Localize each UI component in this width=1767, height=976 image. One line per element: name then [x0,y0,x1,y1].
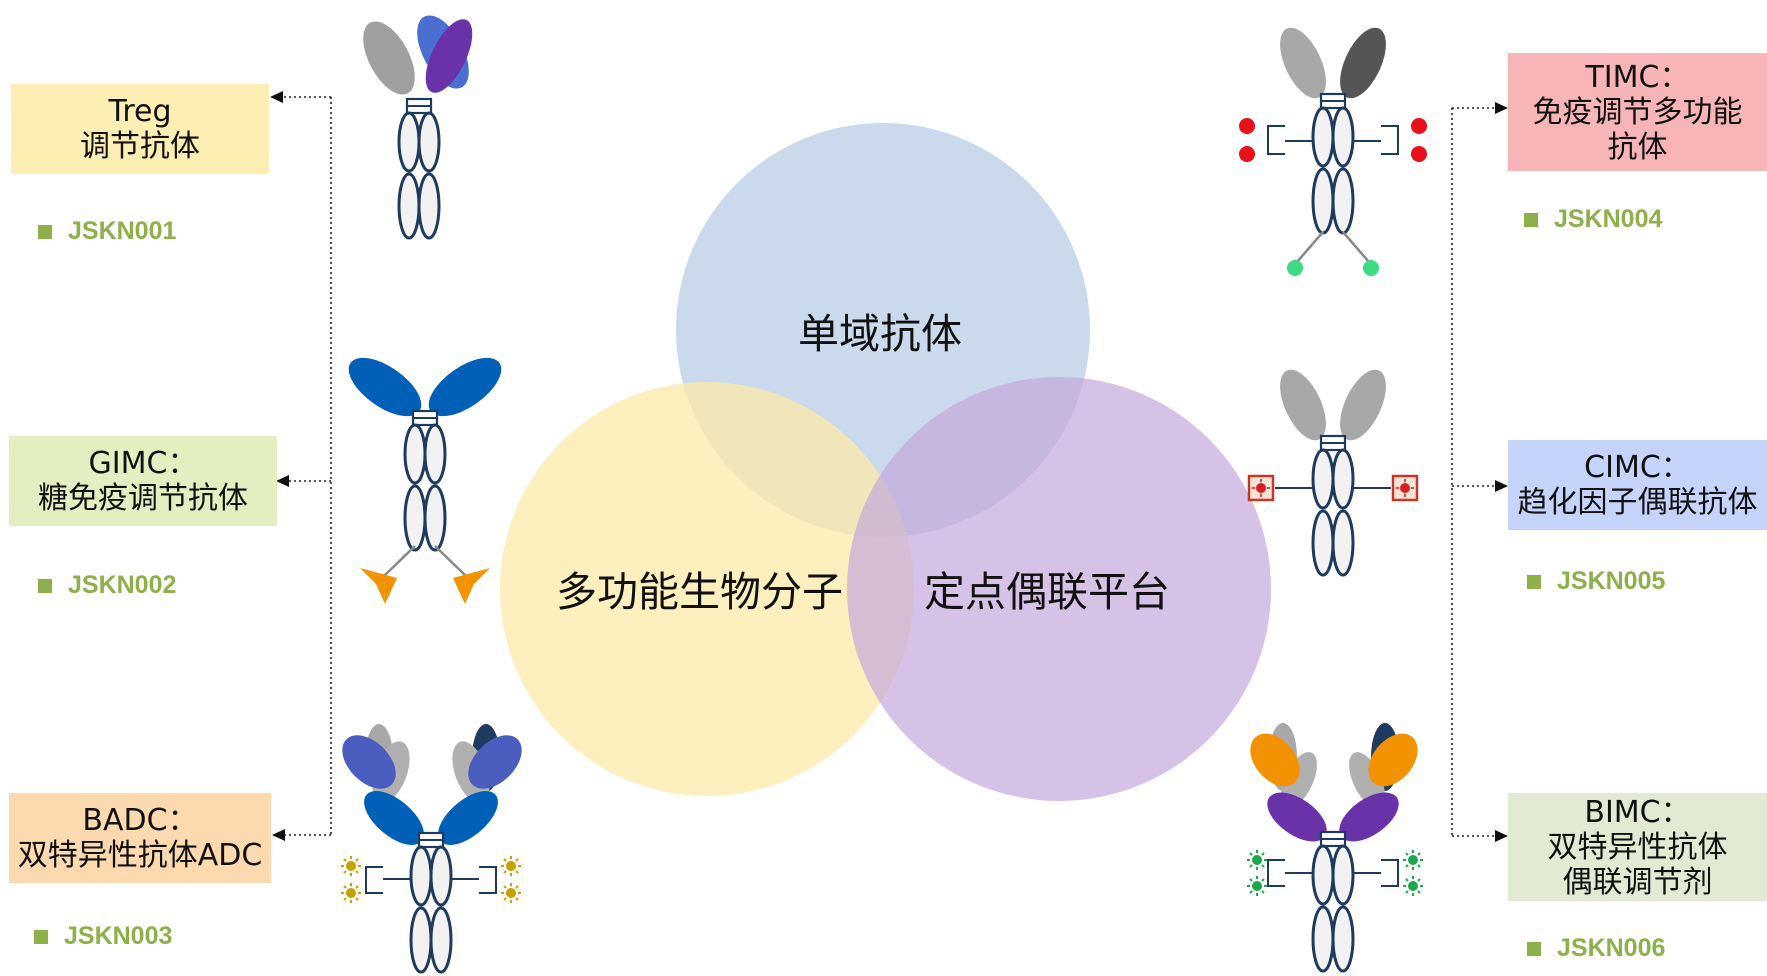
venn-circle-conjugation [847,377,1271,801]
venn-label-single-domain: 单域抗体 [798,310,962,358]
product-code-jskn002: JSKN002 [38,571,176,600]
product-box-title: BADC： [82,803,198,838]
product-box-subtitle: 趋化因子偶联抗体 [1517,485,1758,520]
right-connector-arrows [1495,102,1508,842]
product-box-subtitle: 双特异性抗体 [1547,829,1728,865]
product-box-timc: TIMC： 免疫调节多功能 抗体 [1508,53,1767,171]
bullet-square-icon [1527,574,1541,589]
product-box-title: BIMC： [1584,794,1691,830]
antibody-bimc-icon [1246,723,1424,973]
antibody-timc-icon [1239,27,1427,276]
product-box-subtitle: 双特异性抗体ADC [17,838,263,873]
bullet-square-icon [38,578,52,593]
product-box-title: CIMC： [1584,450,1691,485]
left-connector [278,96,332,836]
product-code-text: JSKN001 [68,217,177,245]
product-box-subtitle: 调节抗体 [80,129,200,164]
product-box-subtitle-2: 偶联调节剂 [1562,864,1713,900]
product-box-title: Treg [108,94,172,129]
product-code-text: JSKN003 [64,922,173,950]
antibody-gimc-icon [348,357,502,604]
product-code-jskn005: JSKN005 [1527,567,1665,596]
product-box-gimc: GIMC： 糖免疫调节抗体 [9,436,277,526]
bullet-square-icon [1527,941,1541,956]
antibody-cimc-icon [1247,369,1419,577]
bullet-square-icon [38,224,52,239]
product-code-jskn006: JSKN006 [1527,934,1665,963]
product-box-subtitle: 糖免疫调节抗体 [38,481,248,516]
bullet-square-icon [1524,212,1538,227]
product-code-text: JSKN004 [1554,205,1663,233]
product-code-text: JSKN002 [68,571,177,599]
product-code-text: JSKN006 [1557,934,1666,962]
product-code-jskn003: JSKN003 [34,922,172,951]
right-connector [1451,107,1495,837]
venn-label-conjugation: 定点偶联平台 [924,568,1170,616]
product-box-treg: Treg 调节抗体 [11,84,269,174]
product-code-jskn001: JSKN001 [38,217,176,246]
antibody-treg-icon [363,15,473,240]
product-box-cimc: CIMC： 趋化因子偶联抗体 [1508,440,1767,530]
product-box-bimc: BIMC： 双特异性抗体 偶联调节剂 [1508,793,1767,901]
bullet-square-icon [34,929,48,944]
product-box-subtitle-2: 抗体 [1607,129,1668,165]
product-box-subtitle: 免疫调节多功能 [1532,94,1743,130]
product-box-title: GIMC： [88,446,198,481]
left-connector-arrows [270,91,289,841]
venn-circle-multifunctional [500,382,914,796]
product-code-jskn004: JSKN004 [1524,205,1662,234]
venn-label-multifunctional: 多功能生物分子 [556,568,843,616]
product-box-badc: BADC： 双特异性抗体ADC [9,793,271,883]
product-box-title: TIMC： [1585,59,1690,95]
product-code-text: JSKN005 [1557,567,1666,595]
antibody-badc-icon [340,724,522,974]
